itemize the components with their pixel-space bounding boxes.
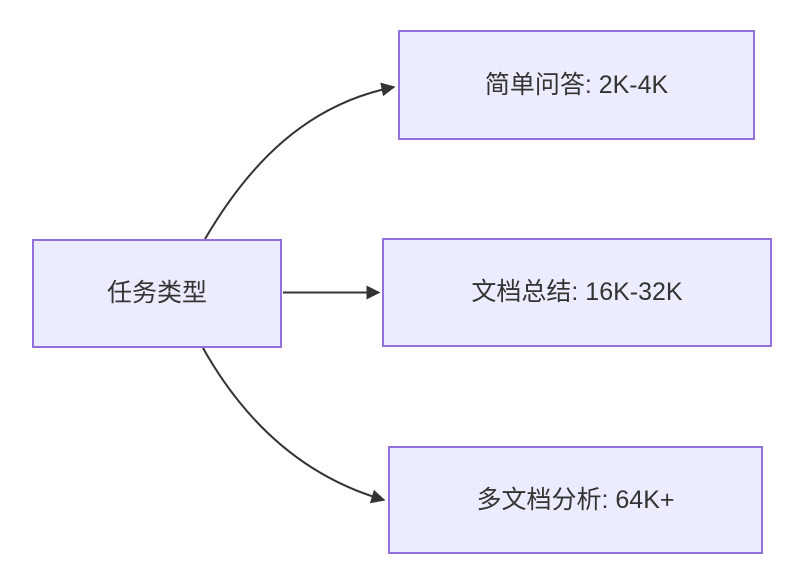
node-doc-summary: 文档总结: 16K-32K xyxy=(382,238,772,347)
node-doc-summary-label: 文档总结: 16K-32K xyxy=(471,278,683,307)
node-multidoc-analysis: 多文档分析: 64K+ xyxy=(388,446,763,554)
node-simple-qa: 简单问答: 2K-4K xyxy=(398,30,755,140)
edge-task-type-to-multidoc-analysis xyxy=(202,347,386,504)
node-multidoc-analysis-label: 多文档分析: 64K+ xyxy=(476,485,675,514)
edge-task-type-to-simple-qa xyxy=(204,82,396,240)
node-task-type-label: 任务类型 xyxy=(106,279,207,308)
node-simple-qa-label: 简单问答: 2K-4K xyxy=(484,70,669,99)
node-task-type: 任务类型 xyxy=(32,239,282,348)
